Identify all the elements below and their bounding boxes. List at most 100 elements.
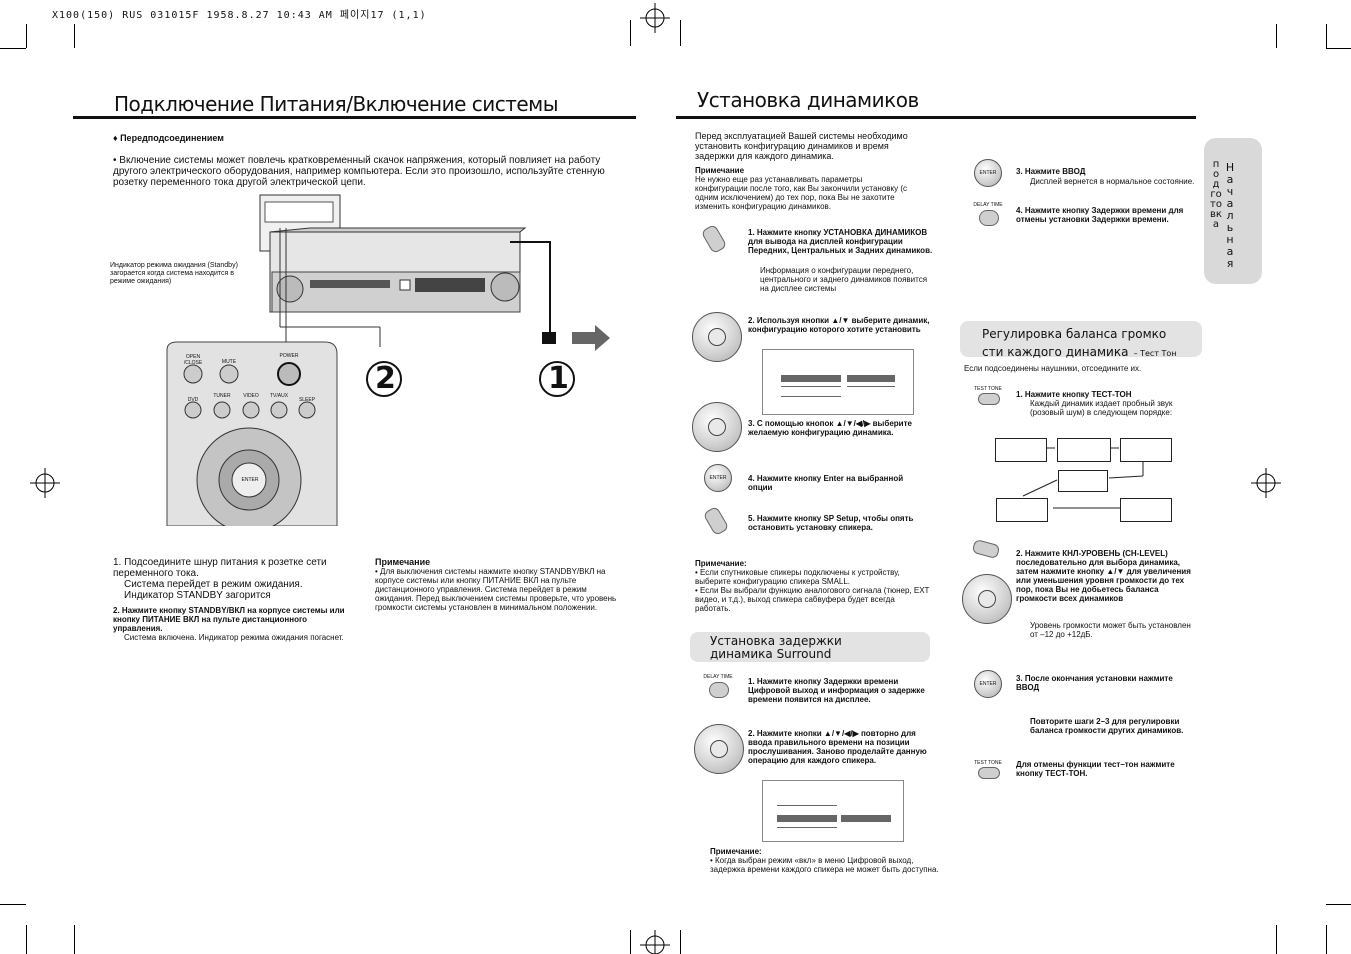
intro-bullet: • Включение системы может повлечь кратко… [113,155,605,188]
speaker-box [1058,470,1108,492]
step1: 1. Нажмите кнопку УСТАНОВКА ДИНАМИКОВ дл… [748,228,933,255]
delay-panel-title: Установка задержки динамика Surround [710,634,842,661]
dpad-icon [692,312,742,362]
step3: 3. С помощью кнопок ▲/▼/◀/▶ выберите жел… [748,419,912,437]
callout-number-2: 2 [375,361,396,396]
print-header: X100(150) RUS 031015F 1958.8.27 10:43 AM… [52,10,427,21]
screen-bar [781,396,841,397]
test-tone-icon [978,767,1000,779]
dpad-icon [694,724,744,774]
enter-inner [708,328,726,346]
crop-mark [630,20,631,46]
speaker-box [1057,438,1111,462]
crop-mark [630,930,631,954]
chapter-tab [1204,138,1262,284]
screen-bar [777,827,837,828]
crop-mark [1326,48,1351,49]
t-step2-body: Уровень громкости может быть установлен … [1030,621,1191,639]
note2-title: Примечание: [695,559,747,568]
enter-inner [708,418,726,436]
t-step2: 2. Нажмите КНЛ-УРОВЕНЬ (CH-LEVEL) послед… [1016,549,1191,603]
crop-mark [74,24,75,48]
test-tone-label: TEST TONE [974,386,1002,392]
delay-panel [690,632,930,662]
speaker-box [995,438,1047,462]
enter-label: ENTER [709,475,727,481]
left-note-title: Примечание [375,557,431,567]
t-step1: 1. Нажмите кнопку ТЕСТ-ТОН [1016,390,1132,399]
crop-mark [0,48,26,49]
note2-body: • Если спутниковые спикеры подключены к … [695,568,930,613]
step1-title: 1. Подсоедините шнур питания к розетке с… [113,557,327,579]
delay-note-body: • Когда выбран режим «вкл» в меню Цифров… [710,856,939,874]
screen-bar [841,815,891,822]
sleep-label: SLEEP [298,397,316,403]
screen-bar [777,815,837,822]
callout-number-1: 1 [548,361,569,396]
crop-mark [1326,24,1327,48]
intro-note-title: Примечание [695,166,745,175]
screen-bar [781,386,841,387]
dpad-icon [692,402,742,452]
c-step4: 4. Нажмите кнопку Задержки времени для о… [1016,206,1184,224]
display-screen-1 [762,349,914,415]
title-rule-right [676,116,1196,119]
screen-bar [847,375,895,382]
delay-time-label: DELAY TIME [703,674,733,680]
left-note-body: • Для выключения системы нажмите кнопку … [375,567,617,612]
enter-inner [710,740,728,758]
balance-panel-line2-text: сти каждого динамика [982,345,1129,359]
right-intro: Перед эксплуатацией Вашей системы необхо… [695,131,908,161]
t-step3: 3. После окончания установки нажмите ВВО… [1016,674,1173,692]
test-tone-label: TEST TONE [974,760,1002,766]
crop-mark [680,930,681,954]
section-label: ♦ Передподсоединением [113,133,224,143]
delay-step1: 1. Нажмите кнопку Задержки времени Цифро… [748,677,925,704]
repeat-text: Повторите шаги 2–3 для регулировки балан… [1030,717,1184,735]
delay-note-title: Примечание: [710,847,762,856]
title-rule [73,116,636,119]
c-step3-body: Дисплей вернется в нормальное состояние. [1030,177,1195,186]
crop-mark [680,20,681,46]
mute-label: MUTE [221,359,237,365]
enter-label: ENTER [979,681,997,687]
step4: 4. Нажмите кнопку Enter на выбранной опц… [748,474,904,492]
speaker-box [996,498,1048,522]
balance-panel-line1: Регулировка баланса громко [982,327,1167,341]
screen-bar [777,805,837,806]
crop-mark [1326,904,1351,905]
enter-label: ENTER [979,170,997,176]
crop-mark [1326,925,1327,954]
callout-circles [366,361,575,397]
open-close-label: OPEN /CLOSE [183,354,203,366]
delay-time-icon [979,210,999,226]
balance-intro: Если подсоединены наушники, отсоедините … [964,364,1142,373]
intro-note-body: Не нужно еще раз устанавливать параметры… [695,175,908,211]
tvaux-label: TV/AUX [269,393,289,399]
remote-illustration [166,341,338,526]
step1-body: Система перейдет в режим ожидания. Индик… [124,579,303,601]
screen-bar [781,375,841,382]
enter-icon: ENTER [974,670,1002,698]
crop-mark [0,904,26,905]
cancel-text: Для отмены функции тест–тон нажмите кноп… [1016,760,1175,778]
enter-icon: ENTER [704,464,732,492]
power-label: POWER [279,353,299,359]
t-step1-body: Каждый динамик издает пробный звук (розо… [1030,399,1173,417]
receiver-illustration [259,194,610,352]
crop-mark [1276,925,1277,954]
left-page-title: Подключение Питания/Включение системы [114,92,559,116]
speaker-box [1120,438,1172,462]
screen-bar [847,386,895,387]
crop-mark [26,24,27,48]
step1-body: Информация о конфигурации переднего, цен… [760,266,928,293]
enter-icon: ENTER [974,159,1002,187]
remote-enter-label: ENTER [241,477,259,483]
delay-time-label: DELAY TIME [973,202,1003,208]
tuner-label: TUNER [213,393,231,399]
balance-panel-sub: – Тест Тон [1133,349,1177,358]
standby-callout: Индикатор режима ожидания (Standby) заго… [110,262,238,285]
c-step3: 3. Нажмите ВВОД [1016,167,1086,176]
video-label: VIDEO [243,393,259,399]
